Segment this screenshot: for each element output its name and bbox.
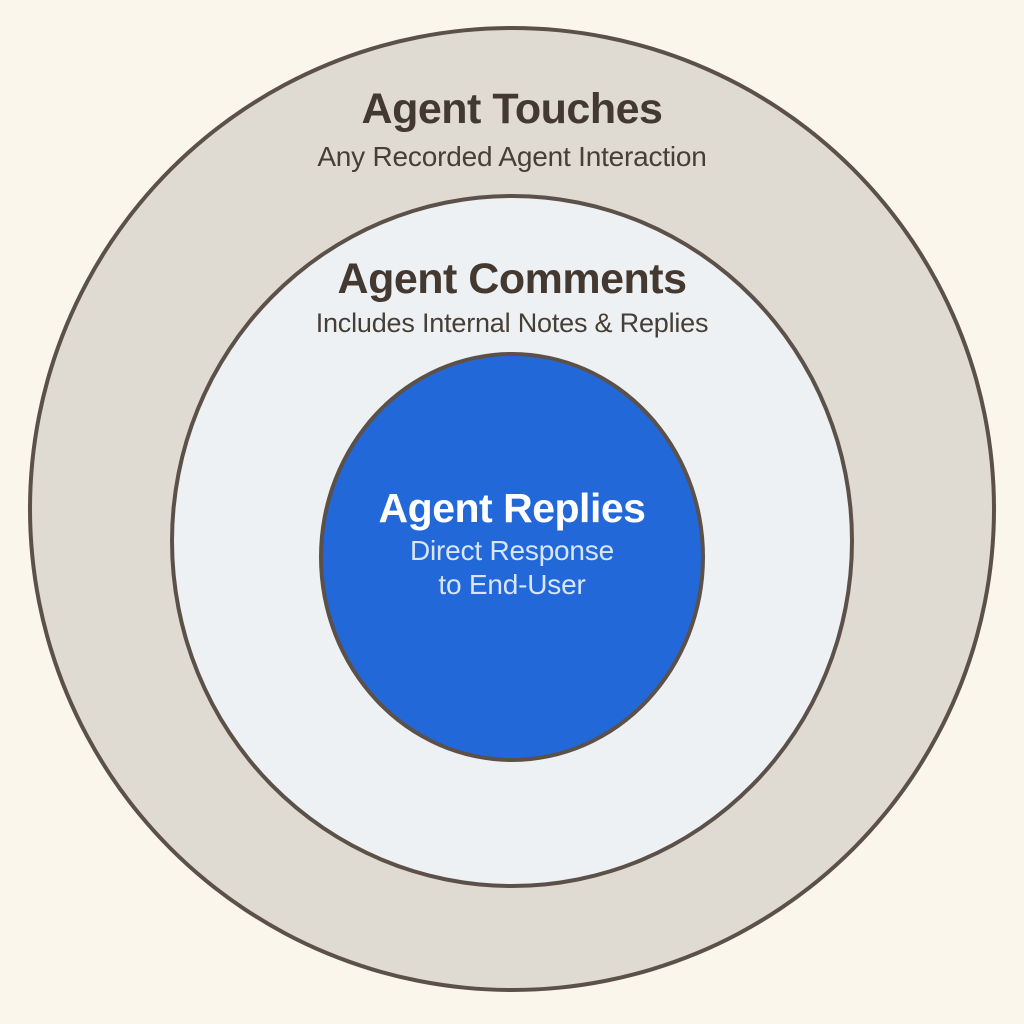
agent-replies-subtitle: Direct Response to End-User <box>410 535 614 600</box>
agent-replies-title: Agent Replies <box>378 485 646 531</box>
ring-agent-replies <box>319 352 705 762</box>
agent-touches-subtitle: Any Recorded Agent Interaction <box>317 141 707 172</box>
agent-touches-title: Agent Touches <box>361 85 663 133</box>
agent-comments-title: Agent Comments <box>337 255 687 303</box>
agent-comments-subtitle: Includes Internal Notes & Replies <box>315 308 709 338</box>
